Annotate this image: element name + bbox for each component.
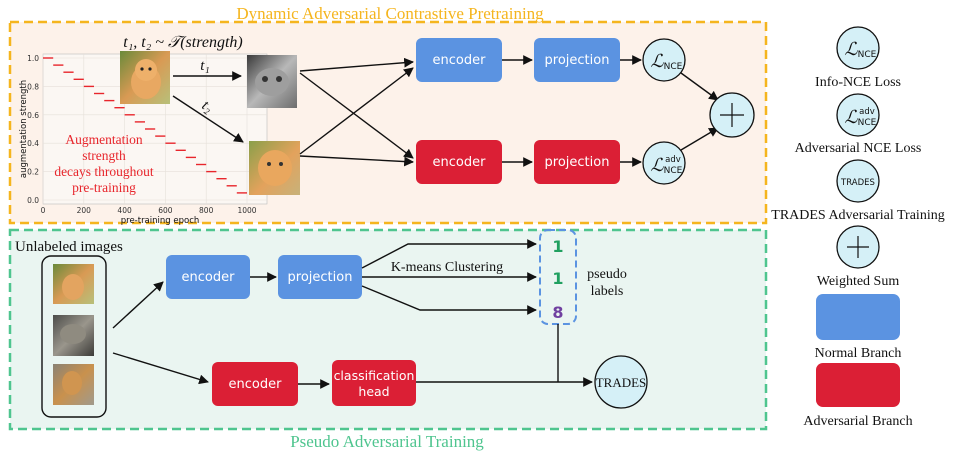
svg-text:TRADES: TRADES — [840, 178, 875, 188]
grayscale-kitten-image — [247, 55, 297, 108]
svg-text:NCE: NCE — [858, 50, 877, 60]
unlabeled-kitten-image — [53, 264, 94, 304]
unlabeled-label: Unlabeled images — [15, 239, 123, 255]
legend: ℒ NCE Info-NCE Loss ℒ adv NCE Adversaria… — [771, 26, 945, 429]
adv-projection-label: projection — [545, 155, 610, 170]
legend-normal-swatch — [816, 294, 900, 340]
source-kitten-image — [120, 51, 170, 104]
legend-adversarial-swatch — [816, 363, 900, 407]
weighted-sum-node — [709, 92, 755, 138]
svg-text:NCE: NCE — [664, 62, 683, 72]
bottom-normal-projection-block — [278, 255, 362, 299]
pseudo-adv-section: Pseudo Adversarial Training Unlabeled im… — [8, 228, 768, 451]
pseudo-caption-1: pseudo — [587, 267, 627, 282]
chart-y-tick-label: 0.2 — [27, 168, 39, 177]
classification-head-label-2: head — [358, 384, 389, 399]
chart-y-tick-label: 1.0 — [27, 54, 39, 63]
chart-y-tick-label: 0.4 — [27, 139, 39, 148]
chart-x-tick-label: 600 — [158, 206, 173, 215]
sampling-formula: t₁, t₂ ~ 𝒯(strength) — [123, 34, 242, 51]
decay-line-2: strength — [82, 148, 126, 163]
bottom-adv-encoder-label: encoder — [229, 377, 283, 392]
chart-y-axis-label: augmentation strength — [19, 80, 29, 178]
svg-text:NCE: NCE — [664, 166, 683, 176]
legend-weighted-sum-label: Weighted Sum — [817, 274, 900, 289]
unlabeled-puppy-image — [53, 364, 94, 405]
svg-text:adv: adv — [859, 107, 875, 117]
nce-loss-node: ℒ NCE — [642, 38, 686, 82]
adv-encoder-block — [416, 140, 502, 184]
trades-node: TRADES — [594, 355, 648, 409]
legend-adv-nce-label: Adversarial NCE Loss — [795, 141, 922, 156]
decay-line-4: pre-training — [72, 180, 136, 195]
classification-head-label-1: classification — [334, 368, 415, 383]
svg-text:adv: adv — [665, 155, 681, 165]
chart-x-tick-label: 400 — [117, 206, 132, 215]
legend-info-nce-icon: ℒ NCE — [836, 26, 880, 70]
adv-projection-block — [534, 140, 620, 184]
legend-normal-label: Normal Branch — [815, 346, 902, 361]
svg-text:ℒ: ℒ — [651, 51, 665, 71]
svg-text:TRADES: TRADES — [596, 375, 647, 390]
kmeans-label: K-means Clustering — [391, 260, 503, 275]
svg-text:NCE: NCE — [858, 118, 877, 128]
chart-y-tick-label: 0.0 — [27, 196, 39, 205]
chart-y-tick-label: 0.8 — [27, 82, 39, 91]
svg-text:ℒ: ℒ — [845, 39, 859, 59]
pseudo-caption-2: labels — [591, 284, 624, 299]
chart-y-tick-label: 0.6 — [27, 111, 39, 120]
decay-line-3: decays throughout — [54, 164, 154, 179]
normal-encoder-label: encoder — [433, 53, 487, 68]
classification-head-block — [332, 360, 416, 406]
pseudo-adv-title: Pseudo Adversarial Training — [290, 432, 484, 451]
bottom-normal-projection-label: projection — [288, 270, 353, 285]
pretraining-section: Dynamic Adversarial Contrastive Pretrain… — [8, 4, 768, 226]
decay-note: Augmentation strength decays throughout … — [54, 132, 154, 195]
chart-x-tick-label: 800 — [199, 206, 214, 215]
legend-adversarial-label: Adversarial Branch — [803, 414, 912, 429]
pseudo-label-2: 1 — [552, 269, 563, 288]
decay-line-1: Augmentation — [65, 132, 142, 147]
normal-projection-label: projection — [545, 53, 610, 68]
aug-t1-label: t₁ — [200, 58, 209, 74]
normal-projection-block — [534, 38, 620, 82]
adv-nce-loss-node: ℒ adv NCE — [642, 141, 686, 185]
legend-trades-icon: TRADES — [836, 159, 880, 203]
svg-text:ℒ: ℒ — [845, 107, 859, 127]
bottom-adv-encoder-block — [212, 362, 298, 406]
legend-info-nce-label: Info-NCE Loss — [815, 75, 901, 90]
legend-adv-nce-icon: ℒ adv NCE — [836, 93, 880, 137]
svg-text:ℒ: ℒ — [651, 155, 665, 175]
legend-weighted-sum-icon — [836, 225, 880, 269]
legend-trades-label: TRADES Adversarial Training — [771, 208, 944, 223]
pseudo-label-1: 1 — [552, 237, 563, 256]
bottom-normal-encoder-block — [166, 255, 250, 299]
chart-x-axis-label: pre-training epoch — [121, 216, 200, 226]
pretraining-title: Dynamic Adversarial Contrastive Pretrain… — [236, 4, 544, 23]
unlabeled-tabby-image — [53, 315, 94, 356]
chart-x-tick-label: 200 — [77, 206, 92, 215]
normal-encoder-block — [416, 38, 502, 82]
chart-x-tick-label: 0 — [41, 206, 46, 215]
adv-encoder-label: encoder — [433, 155, 487, 170]
unlabeled-images-frame — [41, 255, 107, 418]
bottom-normal-encoder-label: encoder — [182, 270, 236, 285]
cropped-kitten-image — [249, 141, 300, 195]
pseudo-label-3: 8 — [552, 303, 563, 322]
chart-x-tick-label: 1000 — [237, 206, 256, 215]
